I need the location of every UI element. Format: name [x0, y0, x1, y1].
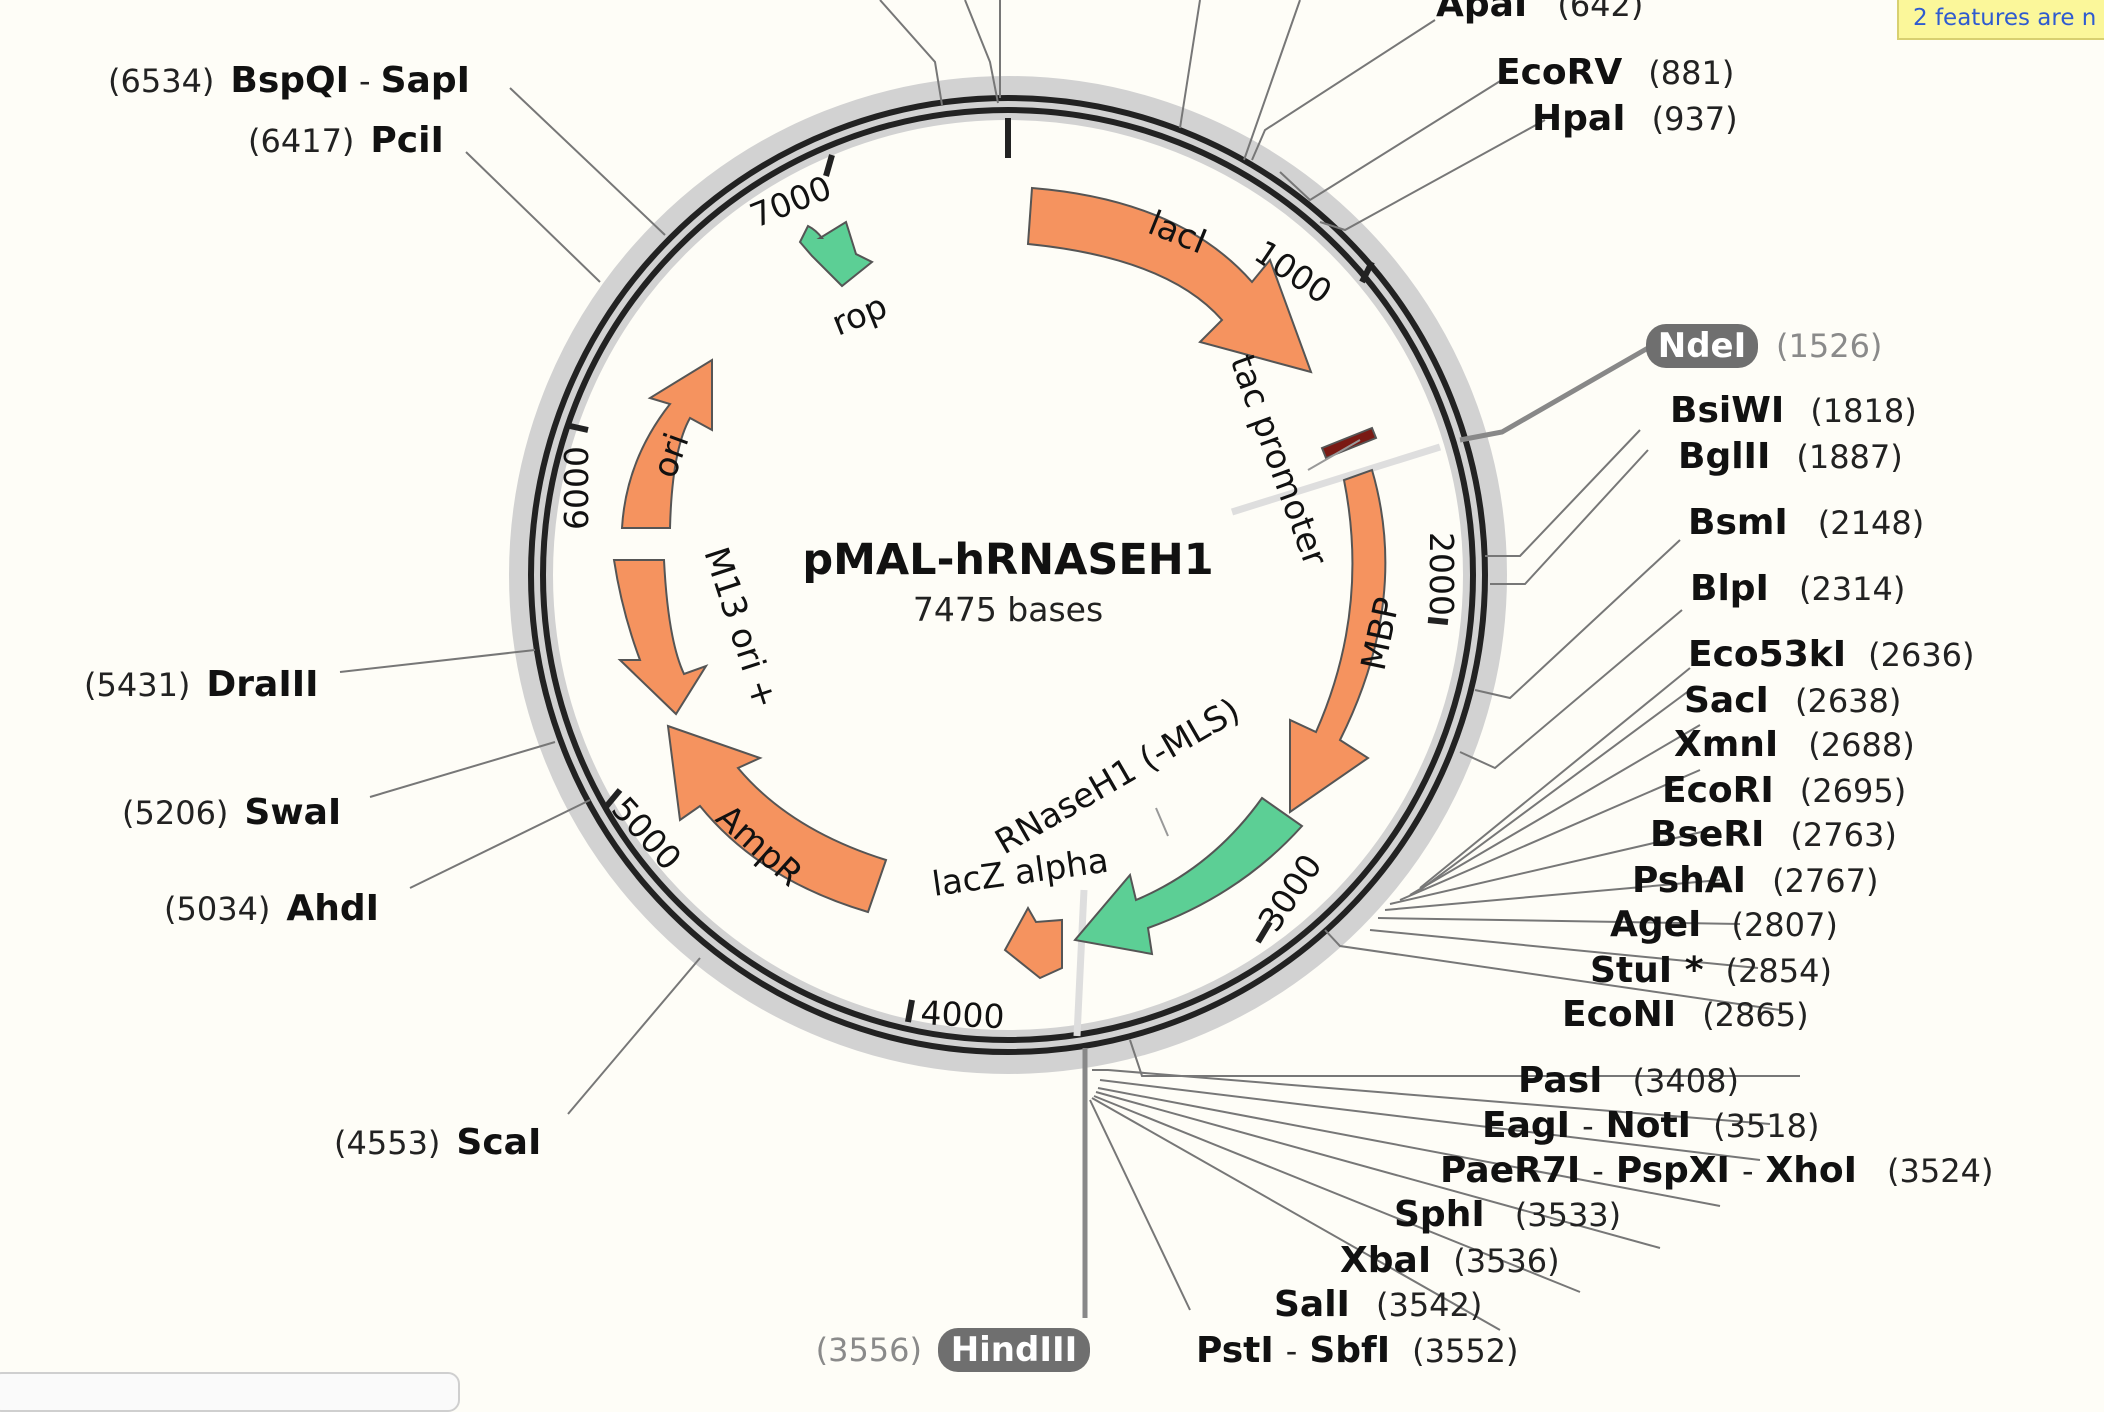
feature-rop: [798, 220, 874, 288]
enzyme-EcoNI: EcoNI(2865): [1562, 994, 1809, 1035]
plasmid-name: pMAL-hRNASEH1: [802, 535, 1213, 585]
enzyme-PciI: (6417)PciI: [248, 120, 444, 161]
enzyme-EagI-NotI: EagI-NotI(3518): [1482, 1105, 1819, 1146]
tick-label-6000: 6000: [557, 446, 596, 530]
backbone-inner: [540, 107, 1476, 1043]
enzyme-ScaI: (4553)ScaI: [334, 1122, 541, 1163]
feature-RNaseH1: [1073, 796, 1304, 956]
enzyme-DraIII: (5431)DraIII: [84, 664, 319, 705]
feature-MBP: [1289, 468, 1387, 814]
unique-site-NdeI-pos: (1526): [1776, 327, 1882, 365]
feature-AmpR: [666, 724, 888, 914]
unique-site-HindIII[interactable]: HindIII (3556): [816, 1328, 1090, 1372]
feature-label-RNaseH1: RNaseH1 (-MLS): [989, 691, 1247, 863]
enzyme-BsiWI: BsiWI(1818): [1670, 390, 1917, 431]
enzyme-SacI: SacI(2638): [1684, 680, 1901, 721]
feature-lacI: [1026, 186, 1313, 374]
leader-lines-left: [339, 87, 701, 1115]
enzyme-BsmI: BsmI(2148): [1688, 502, 1924, 543]
enzyme-SphI: SphI(3533): [1394, 1194, 1621, 1235]
unique-site-NdeI[interactable]: NdeI (1526): [1646, 324, 1882, 368]
enzyme-ApaI: ApaI(642): [1436, 0, 1643, 25]
enzyme-EcoRV: EcoRV(881): [1496, 52, 1734, 93]
ndeI-leader: [1459, 345, 1650, 443]
hidden-features-note[interactable]: 2 features are n: [1897, 0, 2104, 40]
unique-site-HindIII-name: HindIII: [951, 1330, 1078, 1370]
feature-tac-promoter: [1320, 426, 1378, 460]
tick-label-4000: 4000: [920, 993, 1006, 1036]
unique-site-HindIII-pos: (3556): [816, 1331, 922, 1369]
enzyme-PaeR7I-PspXI-XhoI: PaeR7I-PspXI-XhoI(3524): [1440, 1150, 1993, 1191]
feature-ori: [620, 358, 713, 529]
enzyme-SalI: SalI(3542): [1274, 1284, 1482, 1325]
enzyme-PasI: PasI(3408): [1518, 1060, 1739, 1101]
feature-label-rop: rop: [826, 286, 893, 344]
enzyme-AgeI: AgeI(2807): [1610, 904, 1838, 945]
enzyme-BglII: BglII(1887): [1678, 436, 1903, 477]
enzyme-PstI-SbfI: PstI-SbfI(3552): [1196, 1330, 1519, 1371]
bottom-control[interactable]: [0, 1372, 460, 1412]
feature-M13-ori: [612, 559, 709, 716]
enzymes-right: ApaI(642) EcoRV(881) HpaI(937) BsiWI(181…: [1196, 0, 1993, 1371]
enzyme-XbaI: XbaI(3536): [1340, 1240, 1560, 1281]
enzyme-BspQI-SapI: (6534)BspQI-SapI: [108, 60, 470, 101]
tick-marks: [569, 118, 1449, 1023]
enzyme-EcoRI: EcoRI(2695): [1662, 770, 1906, 811]
feature-label-M13-ori: M13 ori +: [695, 542, 785, 713]
enzyme-HpaI: HpaI(937): [1532, 98, 1738, 139]
feature-lacZ-alpha: [1003, 905, 1063, 980]
enzyme-AhdI: (5034)AhdI: [164, 888, 379, 929]
enzyme-PshAI: PshAI(2767): [1632, 860, 1878, 901]
backbone-outer: [528, 95, 1488, 1055]
tick-label-2000: 2000: [1422, 532, 1461, 616]
unique-site-NdeI-name: NdeI: [1658, 326, 1747, 366]
enzyme-Eco53kI: Eco53kI(2636): [1688, 634, 1975, 675]
enzyme-SwaI: (5206)SwaI: [122, 792, 341, 833]
leader-lines-right: [879, 0, 1800, 1331]
enzyme-BlpI: BlpI(2314): [1690, 568, 1905, 609]
enzyme-StuI: StuI *(2854): [1590, 950, 1832, 991]
enzymes-left: (6534)BspQI-SapI (6417)PciI (5431)DraIII…: [84, 60, 541, 1163]
enzyme-BseRI: BseRI(2763): [1650, 814, 1897, 855]
feature-label-tac-promoter: tac promoter: [1222, 349, 1335, 571]
features: [612, 186, 1387, 980]
plasmid-length: 7475 bases: [913, 590, 1103, 629]
enzyme-XmnI: XmnI(2688): [1674, 724, 1915, 765]
